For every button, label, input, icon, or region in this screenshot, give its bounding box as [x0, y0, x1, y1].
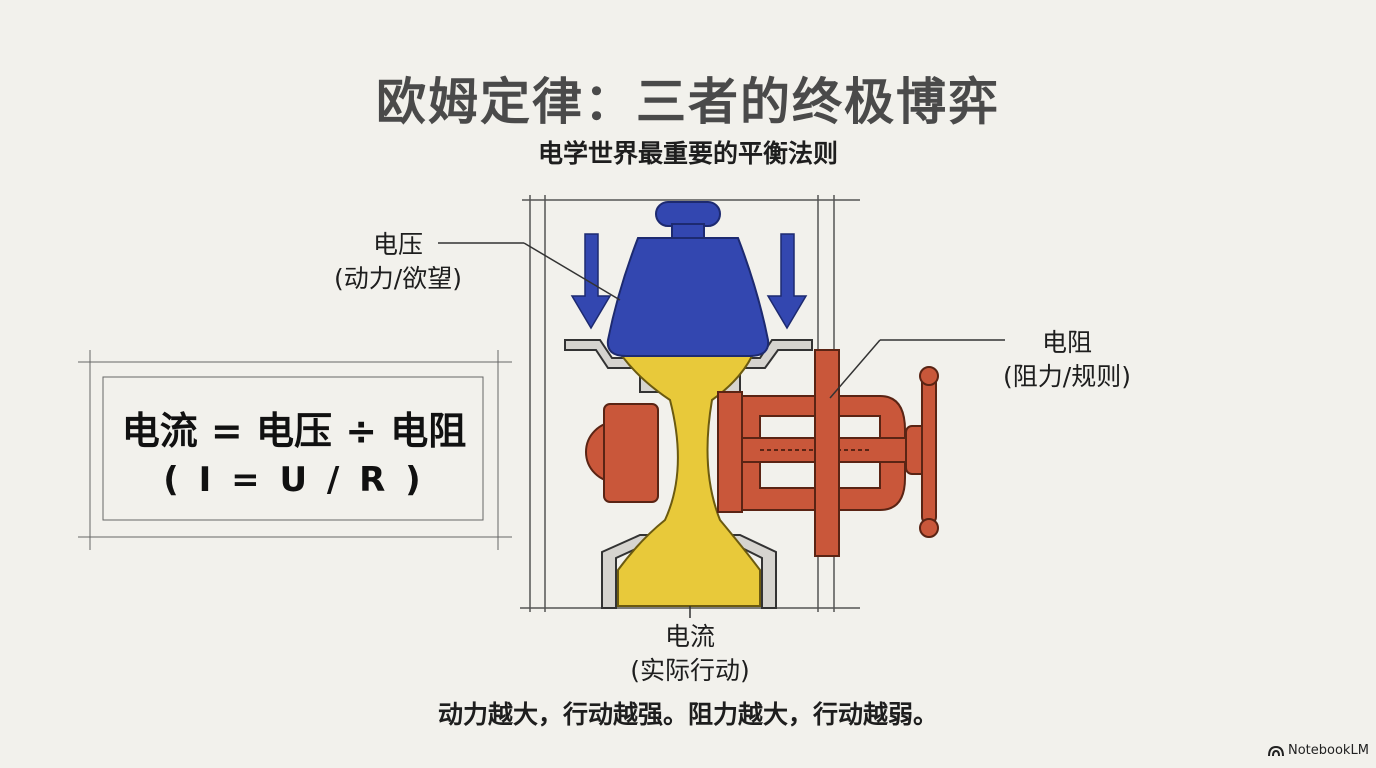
pressure-arrows — [570, 233, 808, 330]
page-subtitle: 电学世界最重要的平衡法则 — [537, 139, 838, 168]
resistance-clamp — [585, 349, 939, 557]
voltage-name: 电压 — [372, 230, 423, 259]
current-label: 电流 (实际行动) — [608, 620, 772, 688]
page-title: 欧姆定律：三者的终极博弈 — [376, 73, 1000, 131]
voltage-label: 电压 (动力/欲望) — [318, 228, 478, 296]
bottom-caption: 动力越大，行动越强。阻力越大，行动越弱。 — [437, 700, 938, 729]
voltage-weight — [606, 201, 770, 357]
notebooklm-logo-icon — [1268, 745, 1284, 756]
brand-watermark: NotebookLM — [1268, 743, 1369, 758]
formula-guide-lines — [78, 350, 512, 550]
current-flow — [617, 355, 761, 607]
resistance-name: 电阻 — [1041, 328, 1092, 357]
current-name: 电流 — [664, 622, 715, 651]
resistance-label: 电阻 (阻力/规则) — [984, 326, 1150, 394]
current-desc: (实际行动) — [630, 656, 750, 685]
leader-lines — [438, 242, 1005, 618]
formula-main: 电流 = 电压 ÷ 电阻 — [121, 409, 467, 453]
voltage-desc: (动力/欲望) — [334, 264, 462, 293]
resistance-desc: (阻力/规则) — [1003, 362, 1131, 391]
formula-symbolic: ( I = U / R ) — [163, 460, 425, 500]
channel-bottom — [601, 534, 777, 609]
brand-name: NotebookLM — [1288, 743, 1369, 758]
